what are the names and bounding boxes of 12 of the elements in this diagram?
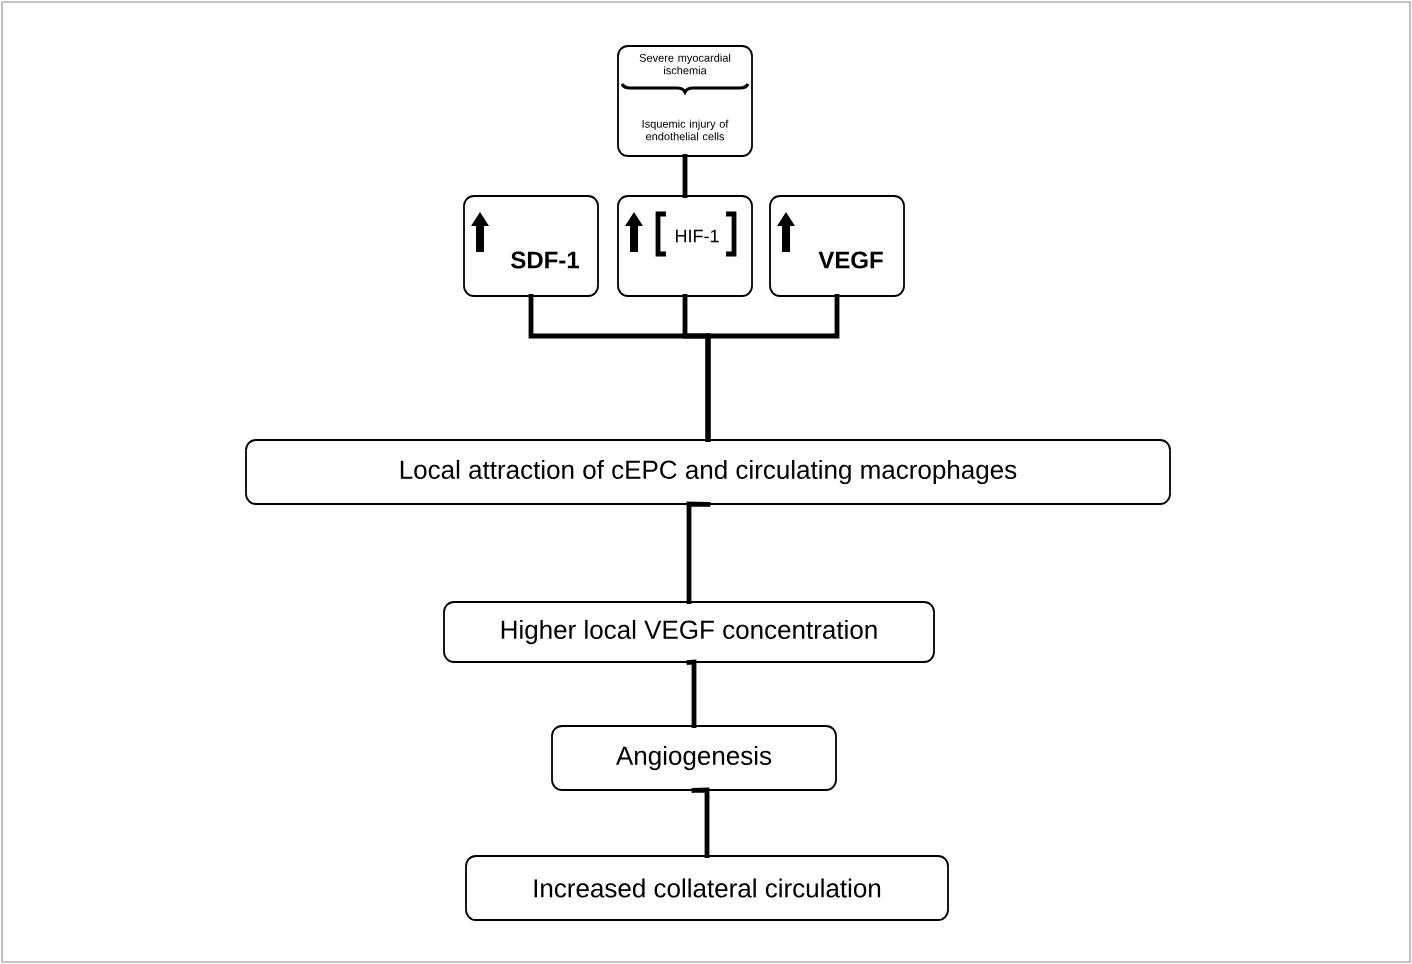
- connector-line: [682, 154, 688, 198]
- process-box: Angiogenesis: [551, 725, 837, 791]
- process-box: HIF-1: [617, 195, 753, 297]
- process-box: Increased collateral circulation: [465, 855, 949, 921]
- process-box: Higher local VEGF concentration: [443, 601, 935, 663]
- connector-line: [691, 787, 710, 858]
- connector-line: [686, 501, 711, 604]
- process-box: SDF-1: [463, 195, 599, 297]
- connector-line: [705, 294, 840, 442]
- connector-line: [686, 659, 697, 728]
- process-box: VEGF: [769, 195, 905, 297]
- process-box: Local attraction of cEPC and circulating macrophages: [245, 439, 1171, 505]
